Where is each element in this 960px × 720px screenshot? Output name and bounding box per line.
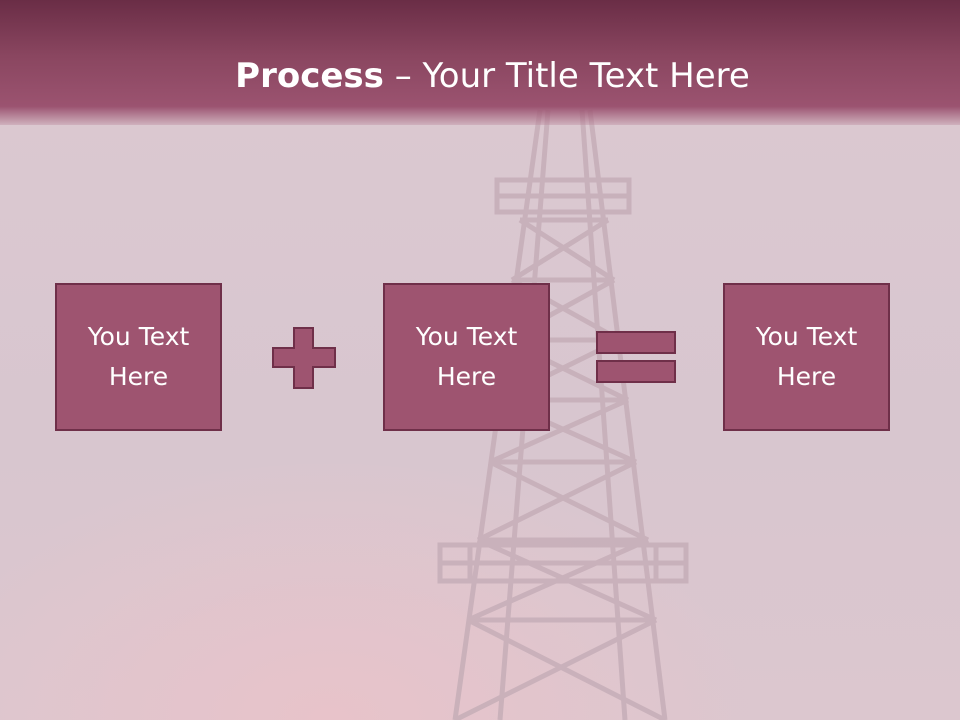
equals-icon [596, 331, 676, 383]
process-box-text: You Text Here [87, 322, 190, 391]
process-box-text: You Text Here [755, 322, 858, 391]
process-box-1[interactable]: You Text Here [55, 283, 222, 431]
process-box-2[interactable]: You Text Here [383, 283, 550, 431]
title-rest: Your Title Text Here [422, 56, 750, 96]
slide-title: Process – Your Title Text Here [0, 54, 960, 98]
process-box-text: You Text Here [415, 322, 518, 391]
title-bar [0, 0, 960, 125]
plus-icon [272, 327, 336, 389]
title-bold-word: Process [235, 56, 384, 96]
title-separator: – [383, 56, 423, 96]
process-box-3[interactable]: You Text Here [723, 283, 890, 431]
